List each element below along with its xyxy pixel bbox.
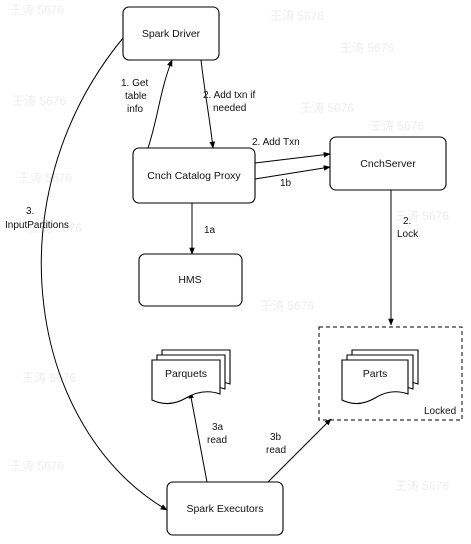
spark-driver-box [122,6,220,61]
read-3a-label-line1: 3a [212,422,224,433]
watermark: 王涛 5676 [370,118,424,133]
edge-read-3b [257,418,332,493]
hms-node: HMS [138,253,243,307]
edge-input-partitions [40,37,168,511]
parquets-label: Parquets [165,368,207,380]
spark-driver-label: Spark Driver [142,28,201,40]
locked-group-label: Locked [424,406,456,417]
edges [40,37,394,511]
edge-labels: 1. Get table info 2. Add txn if needed 2… [5,78,419,456]
edge-add-txn [254,151,331,164]
locked-group-border [318,326,463,421]
watermark: 王涛 5676 [12,93,66,108]
parquets-node: Parquets [151,349,231,405]
catalog-proxy-label: Cnch Catalog Proxy [147,170,241,182]
edge-add-txn-if-needed [200,59,216,149]
hms-box [138,253,243,307]
get-table-info-label-line3: info [127,104,144,115]
parts-doc-front [341,359,409,405]
watermarks: 王涛 5676 王涛 5676 王涛 5676 王涛 5676 王涛 5676 … [10,2,449,493]
get-table-info-label-line2: table [125,91,147,102]
edge-1b-label: 1b [280,178,292,189]
edge-1b [254,165,331,180]
edge-read-3a [188,391,208,483]
read-3a-label-line2: read [207,435,227,446]
input-partitions-label-line2: InputPartitions [5,220,69,231]
watermark: 王涛 5676 [260,298,314,313]
watermark: 王涛 5676 [10,2,64,17]
spark-executors-node: Spark Executors [166,481,284,536]
parquets-doc-front [151,359,221,405]
watermark: 王涛 5676 [270,8,324,23]
add-txn-label: 2. Add Txn [252,137,300,148]
parts-node: Parts [341,349,419,405]
watermark: 王涛 5676 [395,478,449,493]
watermark: 王涛 5676 [10,458,64,473]
lock-label-line2: Lock [397,229,419,240]
edge-get-table-info [147,59,173,149]
read-3b-label-line1: 3b [270,432,282,443]
read-3b-label-line2: read [266,445,286,456]
input-partitions-label-line1: 3. [26,206,34,217]
cnch-server-box [329,136,447,191]
watermark: 王涛 5676 [18,170,72,185]
watermark: 王涛 5676 [395,208,449,223]
edge-1a-label: 1a [204,225,216,236]
watermark: 王涛 5676 [22,370,76,385]
lock-label-line1: 2. [403,216,411,227]
cnch-server-node: CnchServer [329,136,447,191]
watermark: 王涛 5676 [300,100,354,115]
catalog-proxy-node: Cnch Catalog Proxy [132,147,256,204]
parts-label: Parts [363,368,388,380]
add-txn-if-needed-label-line1: 2. Add txn if [203,90,255,101]
add-txn-if-needed-label-line2: needed [213,103,246,114]
get-table-info-label-line1: 1. Get [121,78,148,89]
catalog-proxy-box [132,147,256,204]
hms-label: HMS [178,274,201,286]
spark-executors-label: Spark Executors [186,503,263,515]
watermark: 王涛 5676 [340,40,394,55]
cnch-server-label: CnchServer [360,158,416,170]
watermark: 王涛 5676 [28,220,82,235]
spark-driver-node: Spark Driver [122,6,220,61]
spark-executors-box [166,481,284,536]
